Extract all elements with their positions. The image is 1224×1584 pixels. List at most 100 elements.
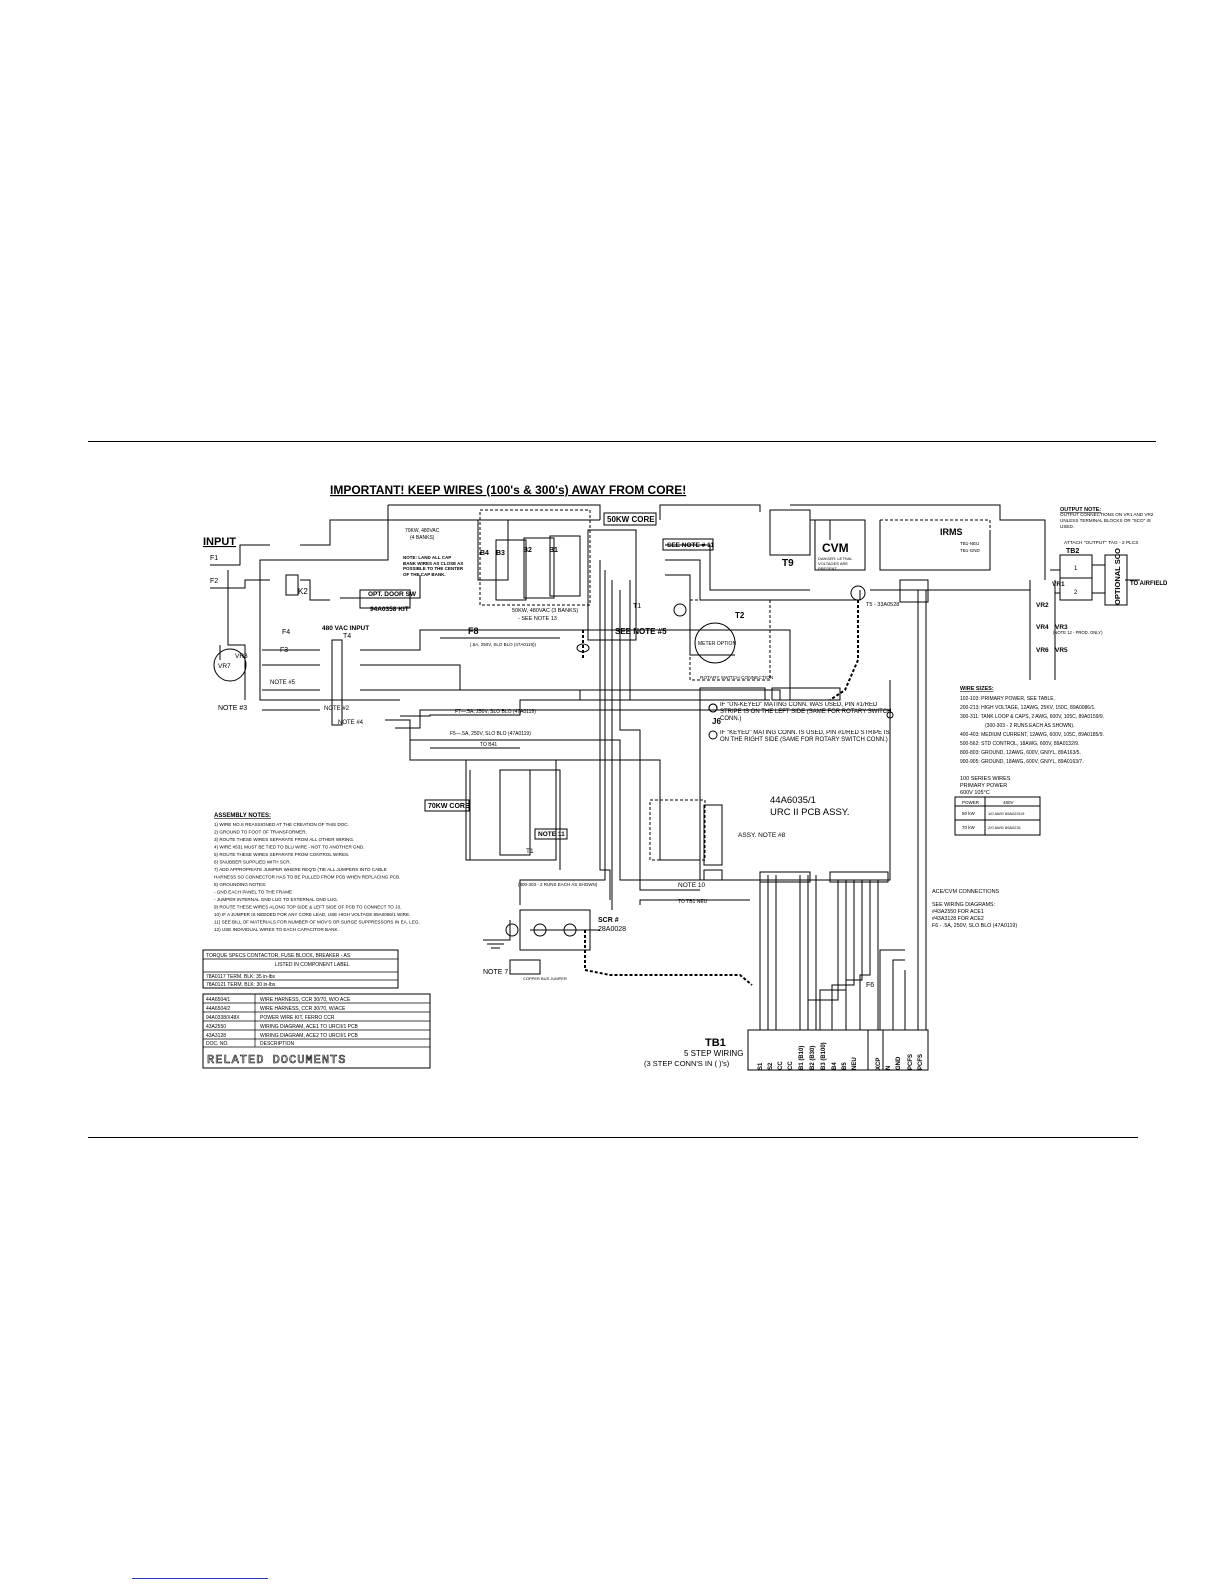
wire-size-line: (300-303 - 2 RUNS EACH AS SHOWN). [985,723,1074,729]
f7-spec: F7—.5A, 250V, SLO BLO (47A0119) [455,709,536,715]
tb1-term-neu: NEU [852,1057,858,1070]
core-70kw-box [465,759,557,861]
fuse-f6: F6 [866,982,874,989]
assembly-note: 2) GROUND TO FOOT OF TRANSFORMER. [214,830,307,835]
assembly-note: 10) IF A JUMPER IS NEEDED FOR ANY CORE L… [214,912,410,917]
wire-70kw-1 [530,769,561,870]
note-11-box [534,828,568,840]
input-label: INPUT [203,536,236,548]
irms-box [879,519,991,571]
vr5-label: VR5 [1055,647,1068,654]
pcb-board [699,709,891,881]
wire-size-line: 500-562: STD CONTROL, 18AWG, 600V, 89A01… [960,741,1079,747]
power-table-box [954,796,1041,836]
attach-output: ATTACH "OUTPUT" TAG - 2 PLCS [1064,540,1138,546]
tb1-term-b1: B1 (B10) [799,1046,805,1070]
cvm-label: CVM [822,541,849,555]
fuse-f4: F4 [282,629,290,636]
cvm-warning-box: DANGER: LETHAL VOLTAGES ARE PRESENT [818,556,853,571]
tb1-term-b5: B5 [842,1062,848,1070]
three-step-label: (3 STEP CONN'S IN ( )'s) [644,1059,730,1068]
wire-size-line: 800-803: GROUND, 12AWG, 600V, GN/YL, 89A… [960,750,1081,756]
tb1-term-s2: S2 [768,1062,774,1070]
wire-k2-out [300,519,600,546]
meter-option-label: METER OPTION [698,641,736,647]
cap-70kw-banks: (4 BANKS) [410,535,435,541]
cvm-warning: DANGER: LETHAL VOLTAGES ARE PRESENT [818,556,853,571]
power-table-cell: 1/0 AWG 89A0231/9 [988,811,1025,816]
torque-table [202,949,399,989]
t5-symbol [850,585,866,601]
core-50kw-label-box [603,512,657,526]
rotary-switch-label: ROTARY SWITCH CONNECTION [700,675,774,681]
vr7-symbol [213,648,247,682]
vr3-note: (NOTE 12 - PROD. ONLY) [1053,630,1103,635]
assembly-note: 3) ROUTE THESE WIRES SEPARATE FROM ALL O… [214,837,354,842]
wire-scr-gnd [495,920,511,941]
scr-heatsink [509,959,541,975]
related-docs-title: RELATED DOCUMENTS [207,1053,346,1067]
t5-box [899,579,929,603]
pcb-dashed-area [649,799,706,861]
power-table-header: 480V [1003,800,1014,805]
keyed-note: IF "KEYED" MATING CONN. IS USED, PIN #1/… [720,730,890,743]
wire-ace-3 [879,949,905,1030]
core-70kw-label-box [424,799,470,812]
to-tb1-neu: TO TB1 NEU [678,899,708,905]
k2-contactor [285,574,299,596]
t9-box [769,509,811,556]
wire-size-line: 102-103: PRIMARY POWER, SEE TABLE. [960,696,1055,702]
power-table-cell: 70 kW [962,825,976,830]
wire-k2-out2 [300,579,330,601]
tb1-term-b3: B3 (B100) [821,1042,827,1070]
assembly-note: - GND EACH PANEL TO THE FRAME [214,890,292,895]
cvm-box [814,519,866,571]
scr-label: SCR # [598,917,619,924]
t4-core [331,639,343,726]
j9-conn [829,871,889,883]
wire-70kw-2 [469,770,520,861]
tb1-terminal-labels: S1 S2 CC CC B1 (B10) B2 (B30) B3 (B100) … [758,1042,924,1070]
rd-desc: DESCRIPTION [260,1041,295,1047]
wire-j8-4 [845,880,863,1030]
vr4-label: VR4 [1036,624,1049,631]
wire-size-line: 400-403: MEDIUM CURRENT, 12AWG, 600V, 10… [960,732,1104,738]
pcb-part: 44A6035/1 [770,795,816,806]
five-step-label: 5 STEP WIRING [684,1049,743,1058]
tb1-label: TB1 [705,1037,726,1049]
wire-t4-out1 [360,629,791,700]
pcb-gnd [886,711,894,719]
door-switch-box [359,589,411,609]
tb1-term-b4: B4 [832,1062,838,1070]
t5-label: T5 - 33A0528 [866,602,899,608]
wire-t9-cvm [810,519,831,540]
bank-b2: B2 [523,547,532,554]
ace-lines: SEE WIRING DIAGRAMS: #43A2550 FOR ACE1 #… [932,902,1017,929]
twisted-pair-t5 [829,600,859,701]
wire-j8-3 [831,880,855,1030]
output-note: OUTPUT CONNECTIONS ON VR1 AND VR2 UNLESS… [1060,512,1154,529]
j6-conn [771,687,841,701]
rd-doc: 44A6504/1 [206,997,230,1003]
door-sw-label: OPT. DOOR SW [368,591,417,598]
wire-j8-2 [819,880,847,1030]
rd-desc: WIRING DIAGRAM, ACE2 TO URCII/1 PCB [260,1033,359,1039]
wire-cvm-top [790,504,1046,580]
core-50kw-label: 50KW CORE [607,515,655,524]
t2-coil [694,622,736,664]
rd-doc: 43A2550 [206,1024,226,1030]
core-70kw-label: 70KW CORE [428,803,470,810]
t1-70kw: T1 [526,848,534,855]
cap-note-box: NOTE: LAND ALL CAP BANK WIRES AS CLOSE A… [403,555,463,577]
tb2-term-2: 2 [1074,590,1078,596]
rd-doc: 43A3128 [206,1033,226,1039]
cap-bank-b2 [523,537,555,599]
wire-t4-out2 [360,664,781,700]
f8-label: F8 [468,626,479,636]
wire-input-l2 [210,579,270,589]
unkeyed-note-box: IF "UN-KEYED" MATING CONN. WAS USED, PIN… [720,702,891,722]
wire-t4-out3 [360,689,581,700]
tb1b-term-n: N [886,1066,892,1070]
keyed-marker [708,730,718,740]
